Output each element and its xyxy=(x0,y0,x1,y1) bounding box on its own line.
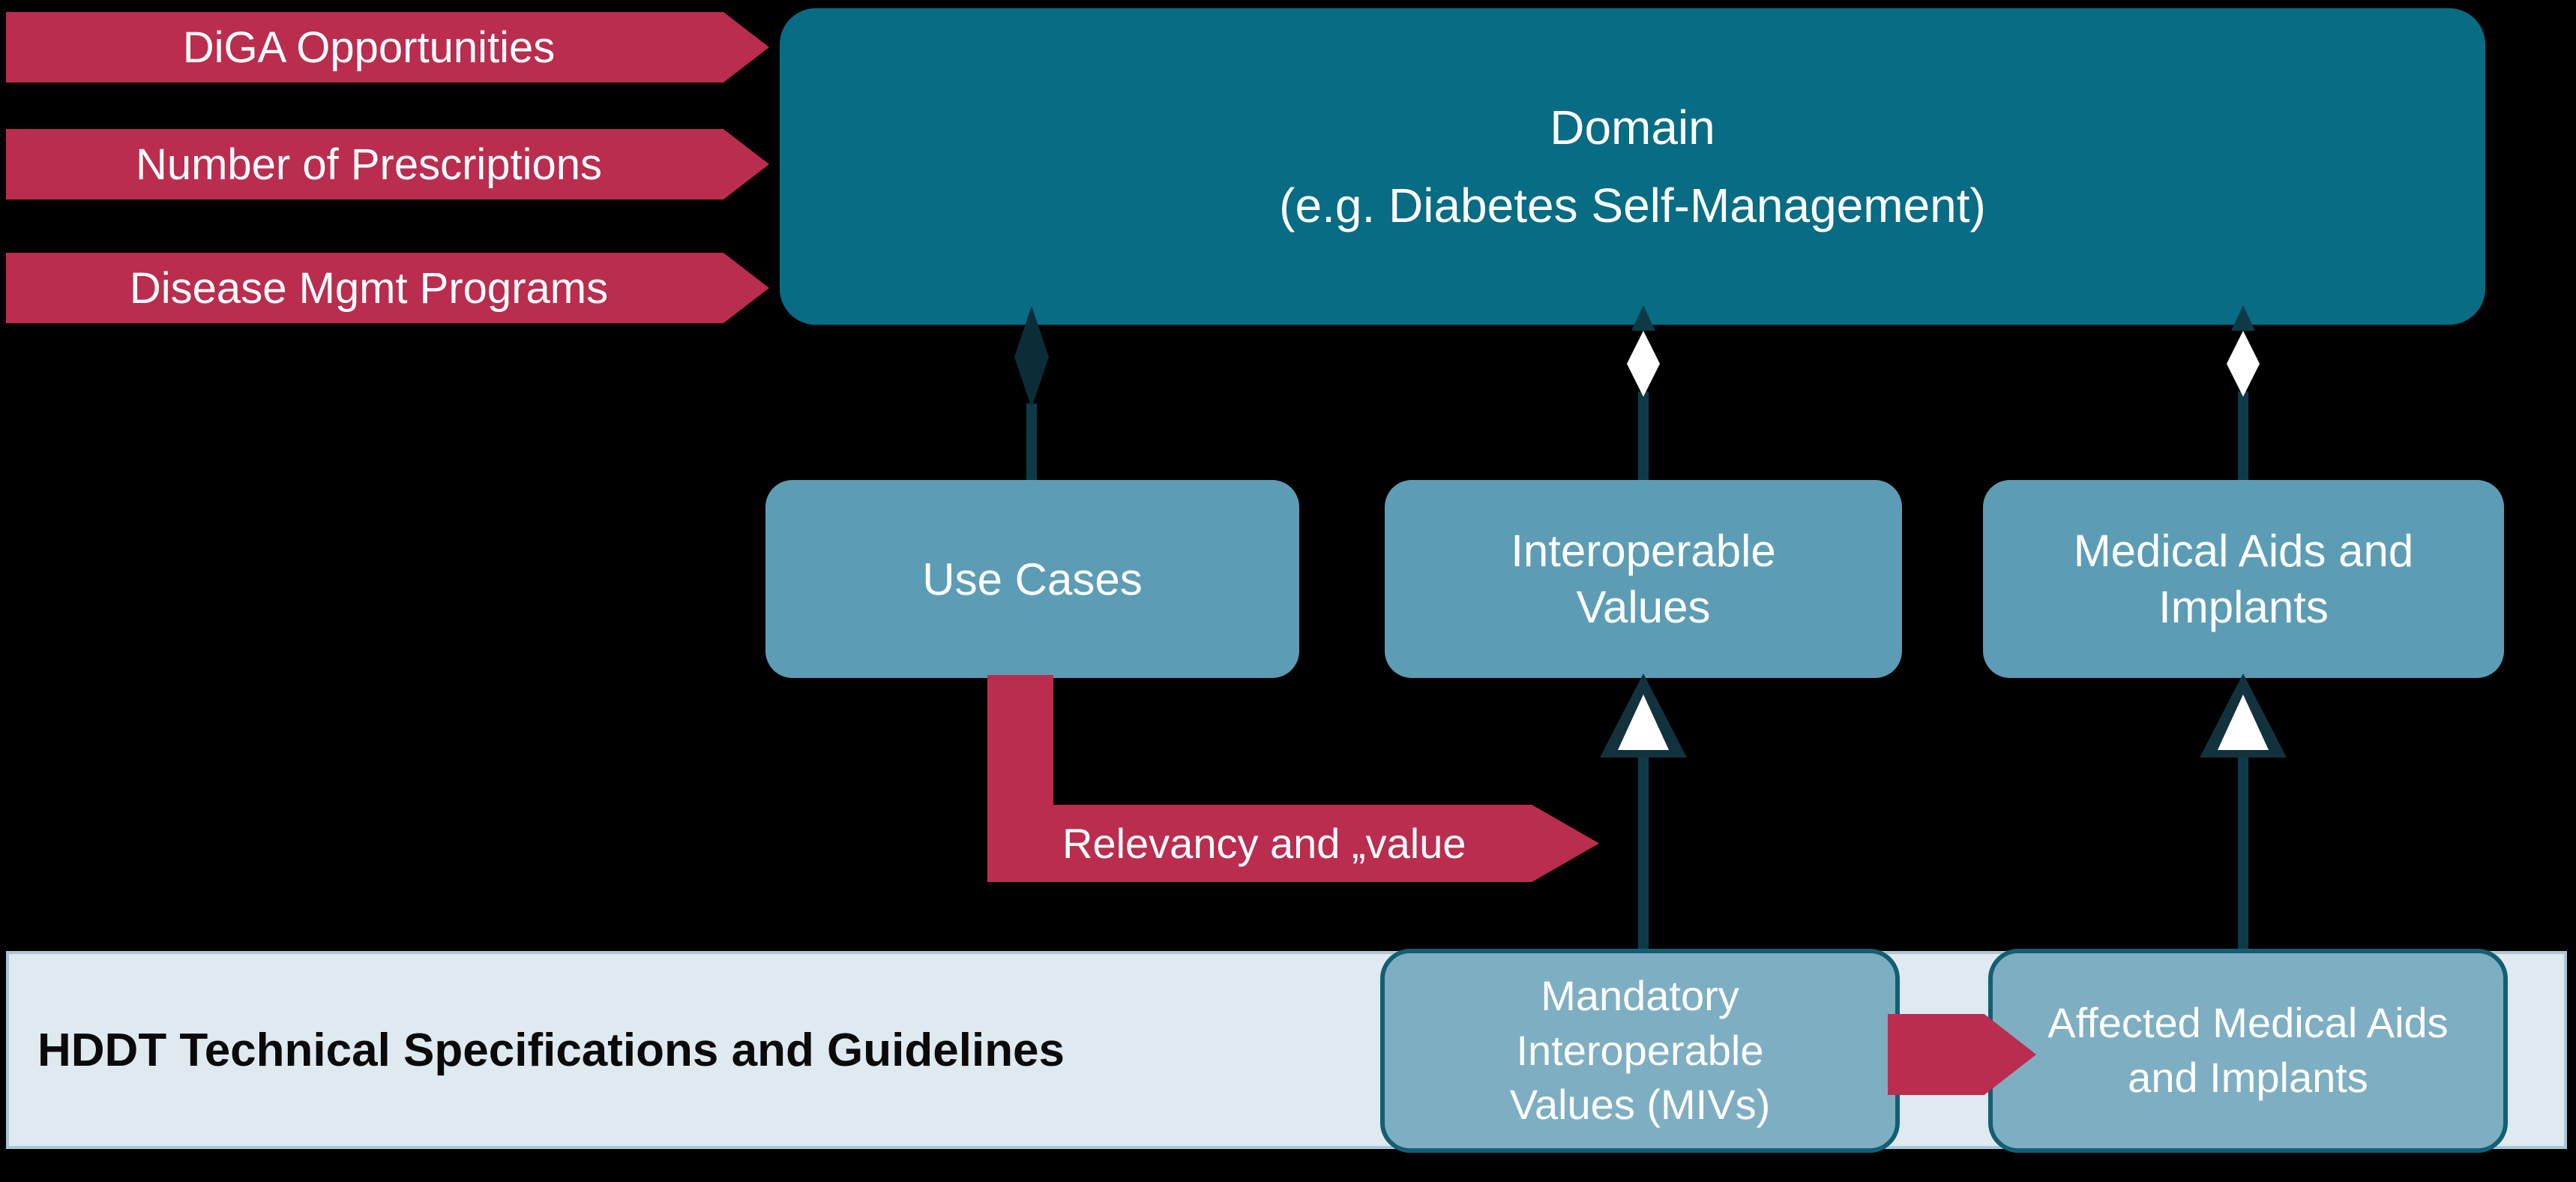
interoperable-values-label: Interoperable Values xyxy=(1511,526,1776,632)
foundation-band-title: HDDT Technical Specifications and Guidel… xyxy=(37,1024,1065,1076)
use-cases-domain-connector-line xyxy=(1026,404,1037,482)
mandatory-interoperable-values-box: Mandatory Interoperable Values (MIVs) xyxy=(1380,949,1900,1153)
input-banner-disease-mgmt-programs: Disease Mgmt Programs xyxy=(6,253,769,323)
interoperable-values-domain-connector-line xyxy=(1638,392,1649,482)
domain-box: Domain (e.g. Diabetes Self-Management) xyxy=(780,8,2485,325)
input-banner-diga-opportunities: DiGA Opportunities xyxy=(6,12,769,82)
domain-title: Domain xyxy=(1550,100,1715,154)
aggregation-diamond-icon xyxy=(2227,331,2260,397)
medical-aids-implants-label: Medical Aids and Implants xyxy=(2073,526,2414,632)
medical-aids-implants-box: Medical Aids and Implants xyxy=(1983,480,2504,678)
affected-aids-label: Affected Medical Aids and Implants xyxy=(2047,999,2449,1101)
mivs-label: Mandatory Interoperable Values (MIVs) xyxy=(1509,971,1771,1129)
domain-subtitle: (e.g. Diabetes Self-Management) xyxy=(1279,178,1986,232)
banner-label: DiGA Opportunities xyxy=(182,22,556,72)
use-cases-label: Use Cases xyxy=(922,554,1143,604)
banner-label: Disease Mgmt Programs xyxy=(129,263,609,313)
interoperable-values-box: Interoperable Values xyxy=(1385,480,1902,678)
relevancy-arrow: Relevancy and „value xyxy=(987,805,1599,882)
use-cases-box: Use Cases xyxy=(765,480,1299,678)
input-banner-number-of-prescriptions: Number of Prescriptions xyxy=(6,129,769,200)
affected-aids-generalization-line xyxy=(2238,753,2248,950)
relevancy-arrow-label: Relevancy and „value xyxy=(1062,820,1466,867)
mivs-generalization-line xyxy=(1638,753,1649,950)
aggregation-diamond-icon xyxy=(1627,331,1660,397)
banner-label: Number of Prescriptions xyxy=(135,140,603,189)
affected-medical-aids-box: Affected Medical Aids and Implants xyxy=(1988,949,2508,1153)
relevancy-arrow-elbow xyxy=(987,675,1053,810)
medical-aids-domain-connector-line xyxy=(2238,392,2248,482)
